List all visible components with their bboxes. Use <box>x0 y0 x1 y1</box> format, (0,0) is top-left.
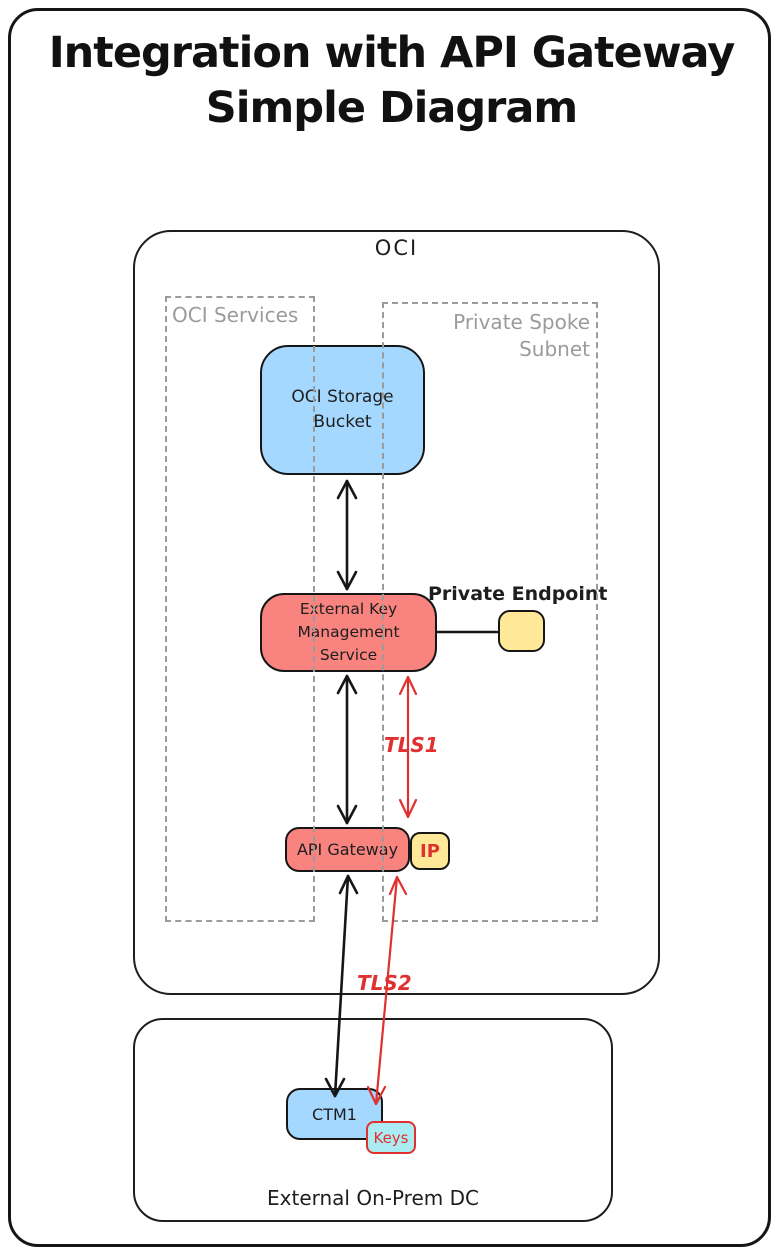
node-keys[interactable]: Keys <box>366 1121 416 1154</box>
oci-services-label: OCI Services <box>172 303 299 327</box>
private-endpoint-label: Private Endpoint <box>428 583 608 605</box>
node-private-endpoint[interactable] <box>498 610 545 652</box>
diagram-title-line1: Integration with API Gateway <box>48 28 736 78</box>
node-oci-storage-bucket[interactable]: OCI Storage Bucket <box>260 345 425 475</box>
node-keys-label: Keys <box>373 1128 409 1147</box>
node-api-gateway[interactable]: API Gateway <box>285 827 410 872</box>
edge-label-tls1: TLS1 <box>384 733 439 757</box>
node-ip[interactable]: IP <box>410 832 450 870</box>
node-api-gateway-label: API Gateway <box>296 840 399 859</box>
node-external-key-management-service[interactable]: External Key Management Service <box>260 593 437 672</box>
external-onprem-dc-container <box>133 1018 613 1222</box>
diagram-title-line2: Simple Diagram <box>205 83 578 134</box>
diagram-title: Integration with API Gateway Simple Diag… <box>0 26 783 136</box>
node-oci-storage-bucket-label: OCI Storage Bucket <box>291 386 394 433</box>
node-ctm1-label: CTM1 <box>312 1104 357 1124</box>
external-onprem-dc-label: External On-Prem DC <box>267 1186 479 1210</box>
edge-label-tls2: TLS2 <box>357 971 412 995</box>
outer-frame <box>8 8 771 1247</box>
oci-container-label: OCI <box>374 236 419 260</box>
node-ekms-label: External Key Management Service <box>297 599 400 665</box>
private-spoke-subnet-label: Private Spoke Subnet <box>453 310 590 361</box>
node-ip-label: IP <box>420 840 440 862</box>
